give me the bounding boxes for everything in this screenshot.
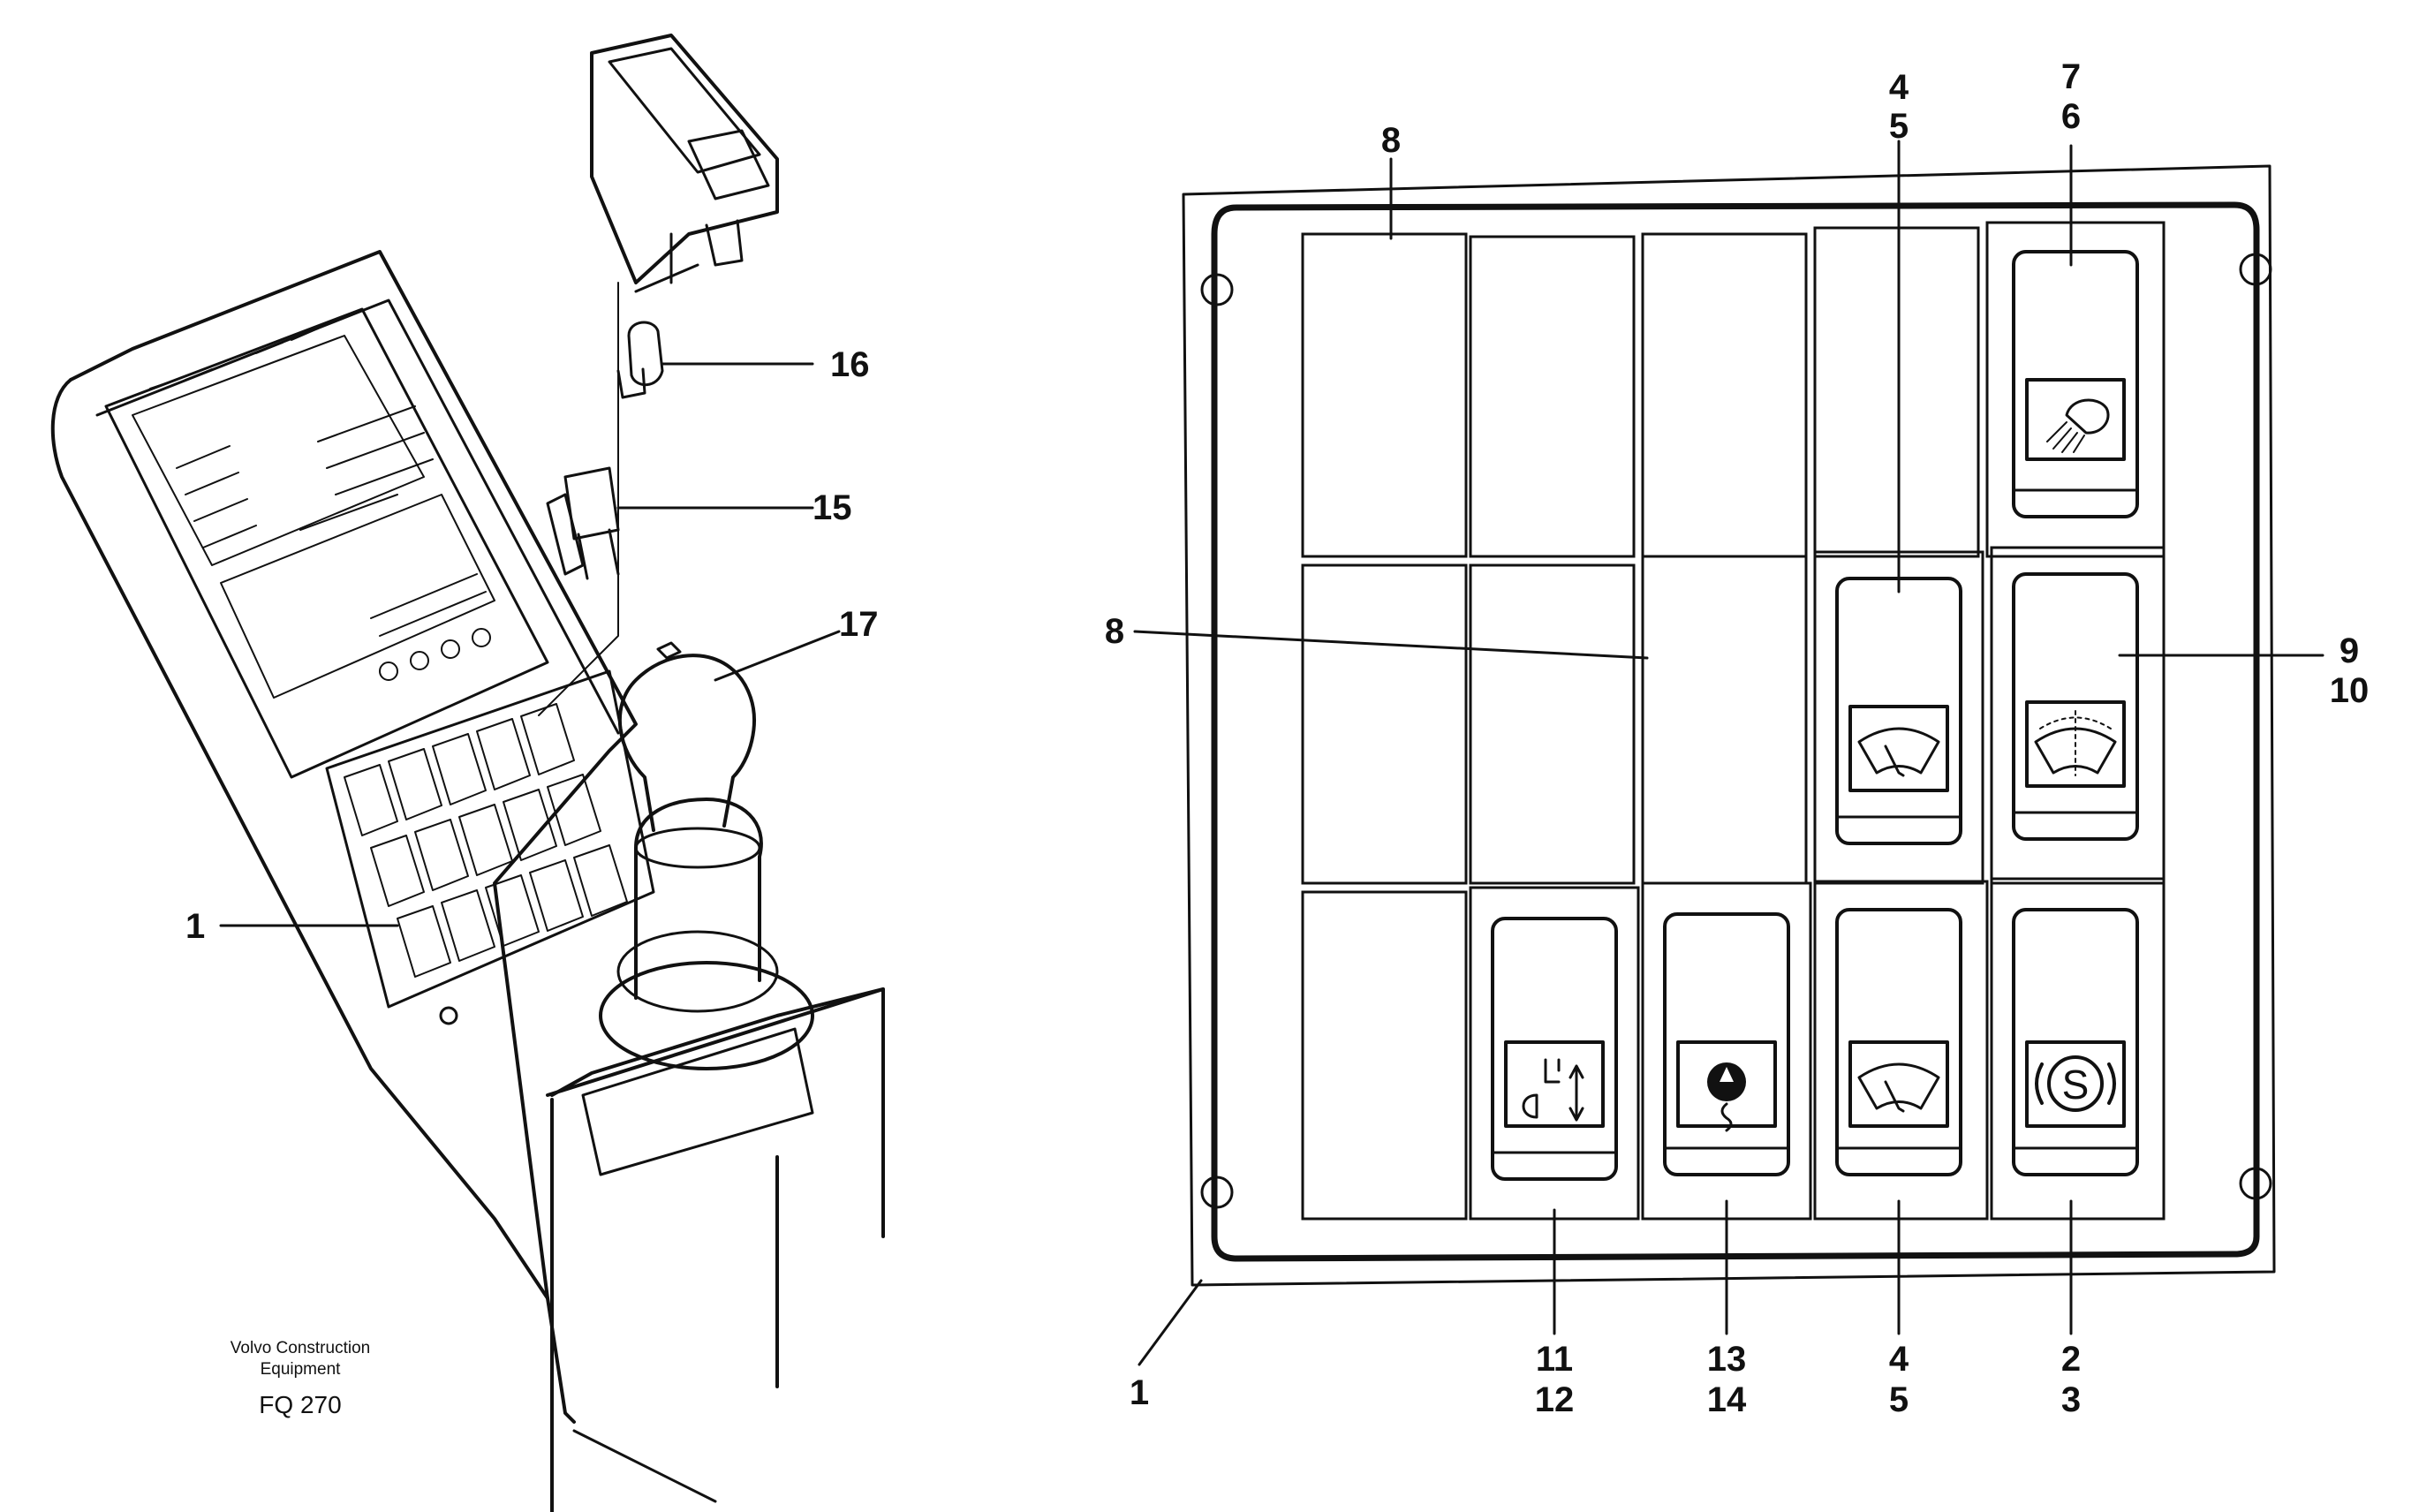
callout-right-12: 12	[1535, 1380, 1575, 1419]
blank-cover-r1c4	[1813, 226, 1980, 558]
mounting-hole	[2239, 1167, 2272, 1200]
switch-cell-r3c4	[1813, 880, 1989, 1221]
rotation-icon	[1707, 1062, 1746, 1132]
s-circle-icon: S	[2035, 1055, 2116, 1112]
callout-right-5-top: 5	[1889, 107, 1909, 146]
switch-cell-r2c4	[1813, 550, 1984, 885]
rocker-switch-wiper-rear	[2012, 572, 2139, 841]
callout-right-2: 2	[2061, 1340, 2081, 1379]
mounting-hole	[1200, 1176, 1234, 1209]
callout-left-15: 15	[813, 488, 852, 527]
caption-figure-code: FQ 270	[259, 1391, 341, 1418]
callout-right-14: 14	[1707, 1380, 1747, 1419]
right-callout-leaders	[1133, 140, 2324, 1366]
caption-company-line2: Equipment	[261, 1360, 342, 1379]
mounting-hole	[1200, 273, 1234, 306]
rocker-switch-lift	[1491, 917, 1618, 1181]
blank-cover-r3c1	[1301, 890, 1468, 1221]
blank-cover-r1c2	[1469, 235, 1636, 558]
callout-right-11: 11	[1536, 1340, 1573, 1379]
rocker-switch-s: S	[2012, 908, 2139, 1176]
blank-cover-r1c1	[1301, 232, 1468, 558]
joystick	[546, 641, 885, 1512]
callout-right-8-mid: 8	[1105, 612, 1124, 651]
left-callout-leaders	[219, 362, 841, 927]
callout-right-7: 7	[2061, 57, 2081, 96]
switch-cell-r3c2	[1469, 886, 1640, 1221]
switch-cell-r1c5	[1985, 221, 2166, 558]
callout-right-6: 6	[2061, 97, 2081, 136]
rocker-switch-rotation	[1663, 912, 1790, 1176]
blank-cover-r1c3	[1641, 232, 1808, 558]
work-light-icon	[2046, 398, 2110, 453]
callout-right-8-top: 8	[1381, 121, 1401, 160]
callout-right-4-top: 4	[1889, 68, 1909, 107]
switch-cell-r3c5	[1990, 877, 2166, 1221]
callout-right-3: 3	[2061, 1380, 2081, 1419]
callout-right-13: 13	[1707, 1340, 1747, 1379]
switch-panel-front-view: S 8 8 4 5 7 6 9 10 11 12 13 14 4	[1105, 57, 2369, 1419]
callout-right-10: 10	[2330, 671, 2370, 710]
svg-text:S: S	[2062, 1062, 2090, 1108]
wiper-icon	[1857, 1062, 1940, 1113]
cab-console-illustration: 16 15 17 1 Volvo Construction Equipment …	[50, 34, 885, 1512]
callout-right-1: 1	[1130, 1373, 1149, 1412]
rocker-switch-wiper-front	[1835, 577, 1962, 845]
blank-cover-r2c3	[1641, 555, 1808, 885]
console-switch-grid	[325, 669, 655, 1025]
lift-arrows-icon	[1522, 1058, 1584, 1122]
callout-left-17: 17	[839, 605, 879, 644]
indicator-markings	[149, 328, 491, 681]
callout-left-16: 16	[830, 345, 870, 384]
rocker-switch-exploded	[538, 34, 779, 716]
blank-cover-r2c1	[1301, 563, 1468, 885]
callout-right-9: 9	[2340, 631, 2359, 670]
switch-cell-r2c5	[1990, 546, 2166, 885]
caption-company-line1: Volvo Construction	[231, 1339, 370, 1357]
rocker-switch-wiper-lower	[1835, 908, 1962, 1176]
callout-right-5-bot: 5	[1889, 1380, 1909, 1419]
callout-left-1: 1	[185, 907, 205, 946]
blank-cover-r2c2	[1469, 563, 1636, 885]
wiper-icon	[1857, 727, 1940, 777]
rocker-switch-work-light	[2012, 250, 2139, 518]
callout-right-4-bot: 4	[1889, 1340, 1909, 1379]
mounting-hole	[2239, 253, 2272, 286]
wiper-washer-icon	[2034, 710, 2117, 776]
